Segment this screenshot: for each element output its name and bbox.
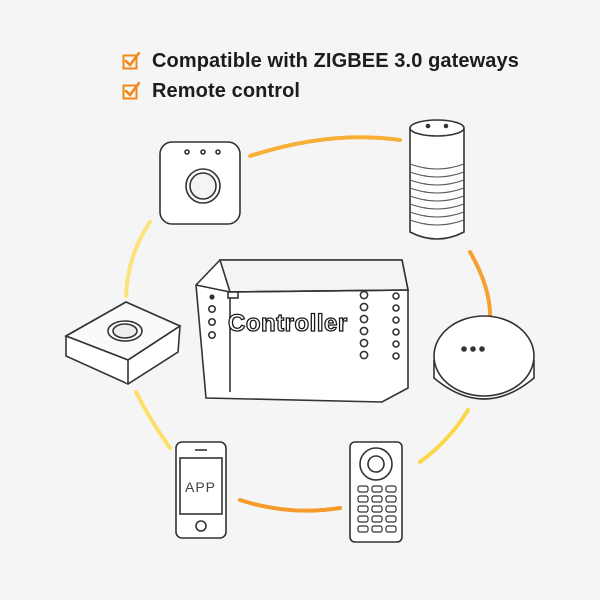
feature-list: Compatible with ZIGBEE 3.0 gateways Remo… bbox=[122, 46, 519, 106]
controller-device bbox=[195, 259, 409, 403]
ring-arc-bottom bbox=[238, 498, 342, 513]
smart-speaker-device bbox=[409, 119, 465, 240]
feature-label: Compatible with ZIGBEE 3.0 gateways bbox=[152, 49, 519, 72]
ring-arc-right bbox=[418, 408, 470, 464]
bridge-hub-device bbox=[159, 141, 241, 225]
remote-control-device bbox=[349, 441, 403, 543]
checkbox-checked-icon bbox=[122, 52, 140, 70]
ring-arc-top bbox=[248, 135, 402, 158]
feature-label: Remote control bbox=[152, 79, 301, 102]
checkbox-checked-icon bbox=[122, 82, 140, 100]
feature-item: Remote control bbox=[122, 76, 519, 106]
ring-arc-top-right bbox=[468, 250, 493, 324]
phone-app-label: APP bbox=[185, 479, 216, 495]
smartphone-device bbox=[175, 441, 227, 539]
ring-arc-left bbox=[124, 220, 152, 298]
controller-label: Controller bbox=[228, 310, 348, 337]
flat-hub-device bbox=[64, 301, 182, 385]
connection-ring bbox=[124, 135, 493, 513]
feature-item: Compatible with ZIGBEE 3.0 gateways bbox=[122, 46, 519, 76]
puck-gateway-device bbox=[433, 315, 535, 400]
ring-arc-bottom-left bbox=[134, 390, 172, 450]
